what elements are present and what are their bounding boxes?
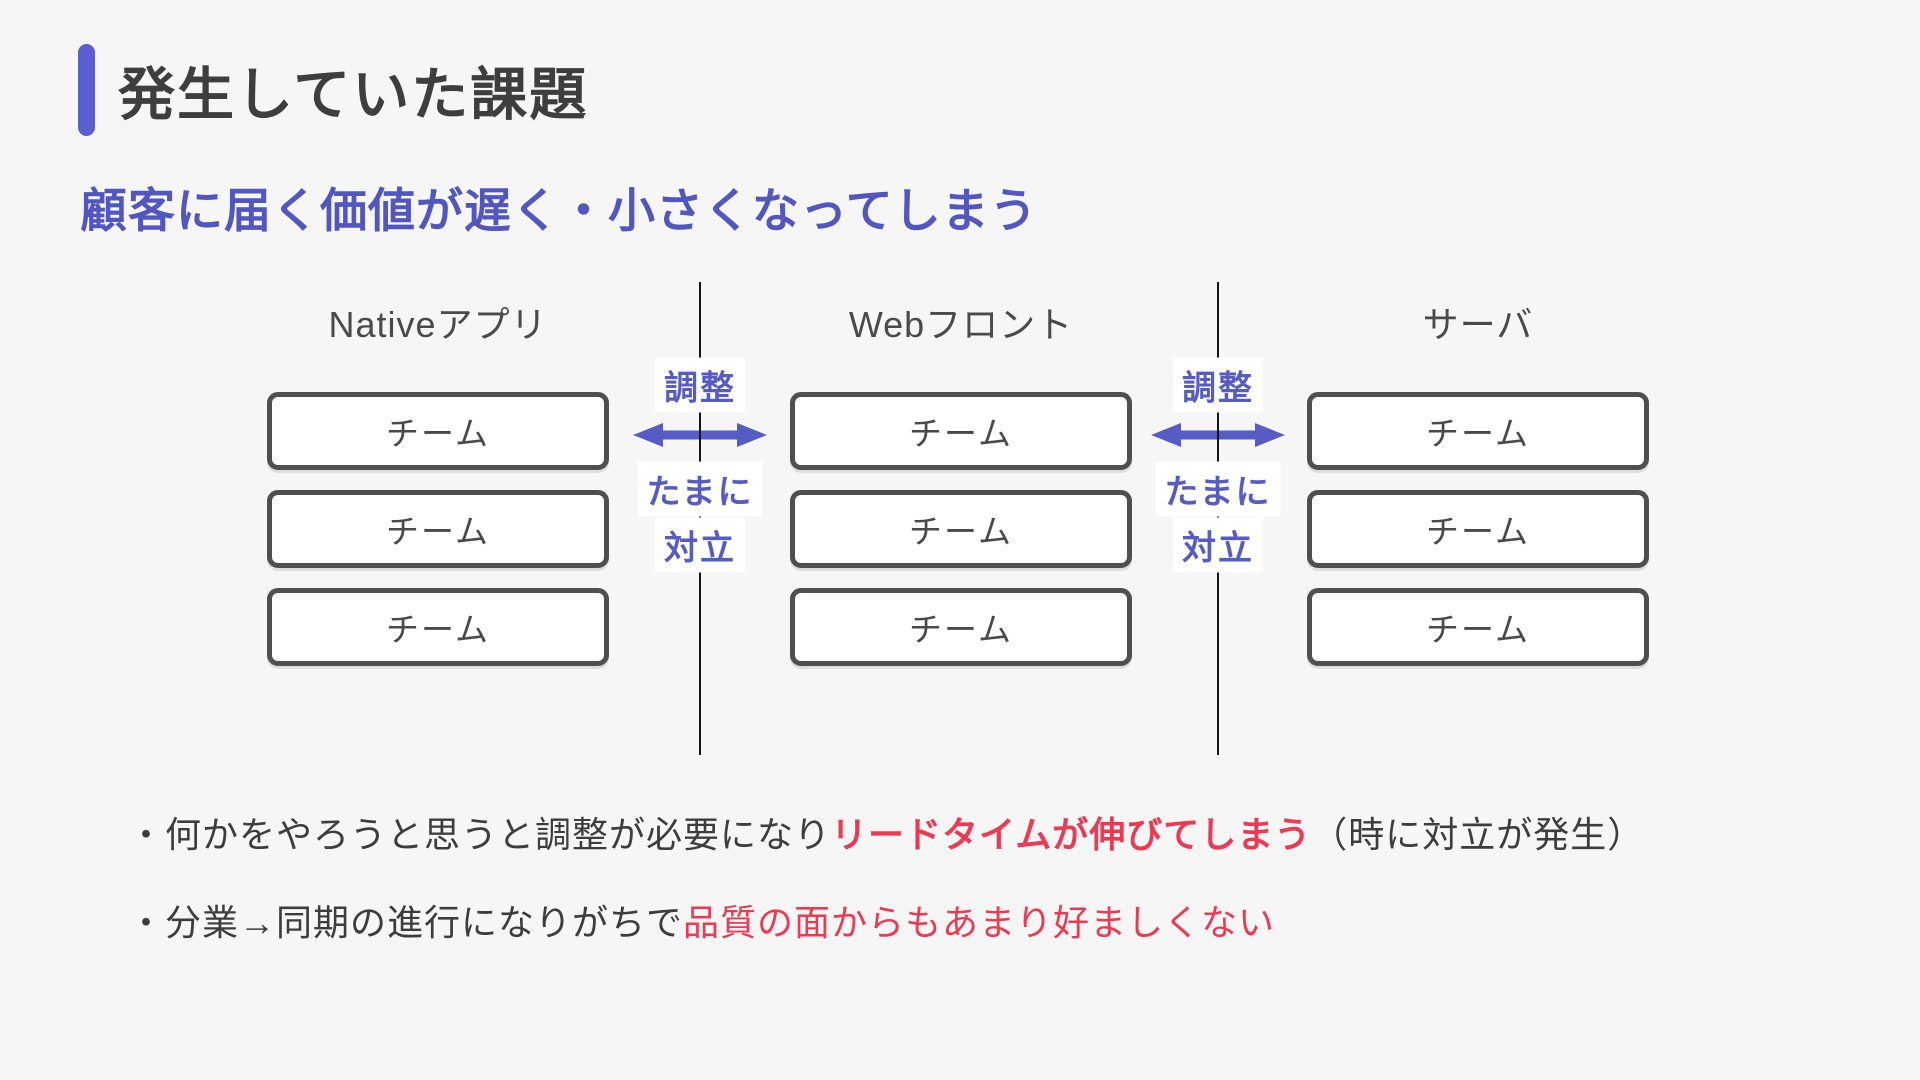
team-box: チーム bbox=[1307, 490, 1649, 568]
team-box: チーム bbox=[1307, 392, 1649, 470]
team-box: チーム bbox=[790, 392, 1132, 470]
notes: ・何かをやろうと思うと調整が必要になりリードタイムが伸びてしまう（時に対立が発生… bbox=[128, 806, 1644, 982]
note-text: ・分業→同期の進行になりがちで bbox=[128, 902, 684, 943]
coordination-label: 調整 bbox=[655, 357, 745, 413]
note-lead-time: ・何かをやろうと思うと調整が必要になりリードタイムが伸びてしまう（時に対立が発生… bbox=[128, 806, 1644, 858]
note-quality: ・分業→同期の進行になりがちで品質の面からもあまり好ましくない bbox=[128, 894, 1644, 946]
page-title: 発生していた課題 bbox=[118, 63, 589, 127]
note-highlight-quality: 品質の面からもあまり好ましくない bbox=[683, 902, 1276, 943]
note-highlight-lead-time: リードタイムが伸びてしまう bbox=[831, 814, 1312, 855]
note-text: （時に対立が発生） bbox=[1311, 814, 1645, 855]
coordination-label: 調整 bbox=[1173, 357, 1263, 413]
sometimes-label: たまに bbox=[637, 461, 763, 517]
slide-subtitle: 顧客に届く価値が遅く・小さくなってしまう bbox=[80, 184, 1038, 237]
sometimes-label: たまに bbox=[1155, 461, 1281, 517]
team-box: チーム bbox=[790, 588, 1132, 666]
team-box: チーム bbox=[267, 588, 609, 666]
conflict-label: 対立 bbox=[1173, 517, 1263, 573]
connector-web-server: 調整 たまに 対立 bbox=[1128, 282, 1308, 755]
team-box: チーム bbox=[1307, 588, 1649, 666]
note-text: ・何かをやろうと思うと調整が必要になり bbox=[128, 814, 832, 855]
team-box: チーム bbox=[790, 490, 1132, 568]
column-header-web-front: Webフロント bbox=[848, 304, 1074, 345]
connector-native-web: 調整 たまに 対立 bbox=[610, 282, 790, 755]
conflict-label: 対立 bbox=[655, 517, 745, 573]
column-header-server: サーバ bbox=[1422, 304, 1534, 345]
title-accent-bar bbox=[78, 44, 95, 136]
team-box: チーム bbox=[267, 392, 609, 470]
column-header-native-app: Nativeアプリ bbox=[328, 304, 548, 345]
team-box: チーム bbox=[267, 490, 609, 568]
